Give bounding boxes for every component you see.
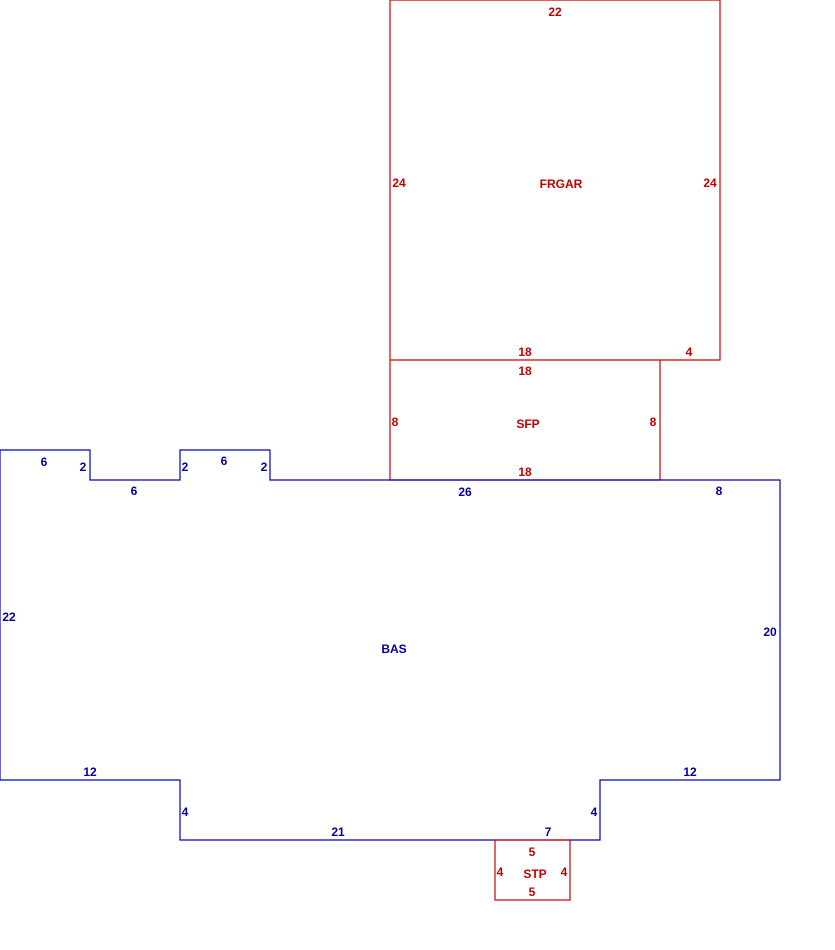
bas-dim-mid-notch-right: 2	[261, 460, 268, 474]
bas-dim-left-top: 6	[41, 455, 48, 469]
sfp-dim-right: 8	[650, 415, 657, 429]
frgar-dim-bottom-step: 4	[686, 345, 693, 359]
bas-dim-notch-bottom: 6	[131, 484, 138, 498]
bas-dim-top-center: 26	[458, 485, 472, 499]
sfp-dim-bottom: 18	[518, 465, 532, 479]
frgar-outline	[389, 0, 721, 361]
stp-dim-right: 4	[561, 865, 568, 879]
bas-dim-bottom-right: 12	[683, 765, 697, 779]
frgar-label: FRGAR	[540, 177, 583, 191]
bas-dim-bottom-center-right: 7	[545, 825, 552, 839]
bas-dim-left-notch-right: 2	[80, 460, 87, 474]
frgar-dim-left: 24	[392, 176, 406, 190]
bas-dim-mid-notch-left: 2	[182, 460, 189, 474]
bas-dim-left-side: 22	[2, 610, 16, 624]
frgar-dim-top: 22	[548, 5, 562, 19]
bas-dim-bottom-left: 12	[83, 765, 97, 779]
bas-label: BAS	[381, 642, 406, 656]
stp-dim-left: 4	[497, 865, 504, 879]
stp-label: STP	[523, 867, 546, 881]
bas-dim-mid-top: 6	[221, 454, 228, 468]
sfp-dim-top: 18	[518, 364, 532, 378]
frgar-dim-bottom: 18	[518, 345, 532, 359]
bas-dim-top-right: 8	[716, 484, 723, 498]
bas-dim-step-left: 4	[182, 805, 189, 819]
bas-dim-step-right: 4	[591, 805, 598, 819]
frgar-dim-right: 24	[703, 176, 717, 190]
sfp-label: SFP	[516, 417, 539, 431]
sfp-dim-left: 8	[392, 415, 399, 429]
bas-dim-right-side: 20	[763, 625, 777, 639]
bas-outline	[0, 449, 781, 841]
stp-outline	[494, 839, 571, 901]
bas-dim-bottom-center: 21	[331, 825, 345, 839]
stp-dim-bottom: 5	[529, 885, 536, 899]
stp-dim-top: 5	[529, 845, 536, 859]
